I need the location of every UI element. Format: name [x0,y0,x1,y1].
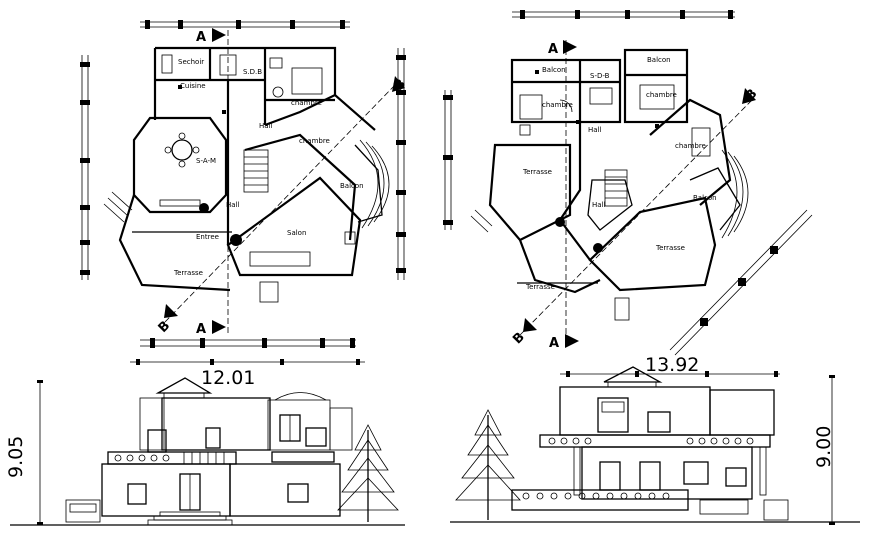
dimension-lines-plan2 [443,10,813,356]
room-sdb: S.D.B [243,68,262,76]
room-balcon: Balcon [340,182,364,190]
room-cuisine: Cuisine [180,82,206,90]
elevation1-building [65,377,353,526]
furniture-plan1 [161,54,356,303]
room-chambre-a: chambre [542,101,573,109]
section-marker-a-top-plan2: A [548,40,577,57]
section-marker-b-top: B [392,76,410,94]
elevation2-height-dimension: 9.00 [813,426,835,468]
walls-plan2 [488,48,749,294]
room-hall-top: Hall [259,122,272,130]
room-sechoir: Sechoir [178,58,204,66]
svg-text:A: A [548,42,558,57]
room-terrasse-a: Terrasse [522,168,552,176]
elevation1-tree [337,424,399,522]
section-marker-a-bottom-plan2: A [549,334,579,351]
elevation1-height-dimension: 9.05 [5,436,27,478]
room-balcon-b: Balcon [647,56,671,64]
room-hall-main: Hall [226,201,239,209]
room-hall-main: Hall [592,201,605,209]
section-marker-a-bottom: A [196,320,226,337]
walls-plan1 [118,46,390,292]
room-terrasse: Terrasse [173,269,203,277]
svg-text:B: B [510,330,528,348]
svg-text:A: A [549,336,559,351]
elevation2-building [511,366,789,521]
furniture-plan2 [519,84,711,321]
elevation2-width-dimension: 13.92 [645,354,699,376]
room-chambre-c: chambre [675,142,706,150]
room-hall-top: Hall [588,126,601,134]
room-labels-plan2: Balcon S-D-B Balcon chambre chambre Hall… [522,56,717,291]
room-salon: Salon [287,229,306,237]
staircase-plan1 [103,149,269,223]
upper-floor-plan: A A B B Balcon S-D-B Balcon chambre cham… [443,10,813,356]
dimension-lines-plan1 [80,20,406,348]
front-elevation-1: 12.01 9.05 [5,359,405,526]
columns-plan1 [178,85,242,246]
columns-plan2 [535,70,659,253]
room-entree: Entree [196,233,219,241]
elevation1-width-dimension: 12.01 [201,367,255,389]
staircase-plan2 [470,169,628,233]
room-sdb: S-D-B [590,72,610,80]
svg-text:A: A [196,30,206,45]
section-marker-b-top-plan2: B [742,86,760,104]
svg-text:B: B [392,76,410,94]
room-chambre-b: chambre [299,137,330,145]
svg-text:B: B [156,318,174,336]
front-elevation-2: 13.92 9.00 [450,354,860,525]
ground-floor-plan: A A B B Sechoir S.D.B Cuisine chambre Ha… [80,20,409,348]
svg-text:A: A [196,322,206,337]
room-terrasse-c: Terrasse [525,283,555,291]
section-marker-a-top: A [196,28,226,45]
room-chambre-a: chambre [291,99,322,107]
room-labels-plan1: Sechoir S.D.B Cuisine chambre Hall chamb… [173,58,364,277]
room-balcon-a: Balcon [542,66,566,74]
room-terrasse-b: Terrasse [655,244,685,252]
room-chambre-b: chambre [646,91,677,99]
dining-table [159,132,201,207]
room-balcon-c: Balcon [693,194,717,202]
elevation2-tree [455,409,521,520]
room-sam: S-A-M [196,157,216,165]
